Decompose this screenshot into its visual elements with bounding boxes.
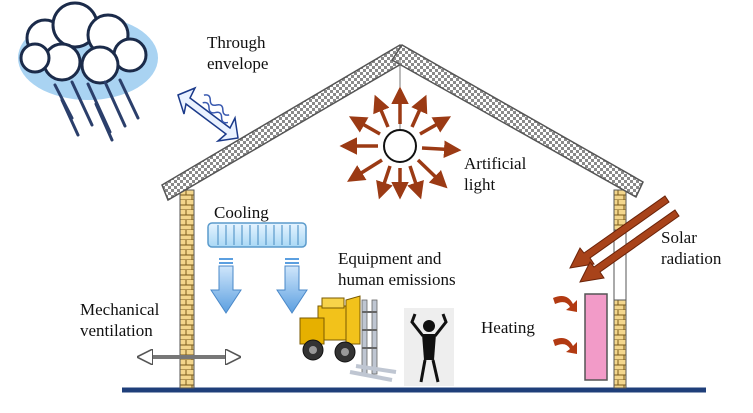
solar-radiation-label-line2: radiation	[661, 249, 722, 268]
equipment-label-line2: human emissions	[338, 270, 456, 289]
artificial-light-label-line2: light	[464, 175, 496, 194]
cooling-unit-icon	[207, 222, 307, 248]
heat-arrows	[553, 296, 577, 354]
heater-icon	[584, 293, 608, 381]
roof-left	[161, 43, 410, 202]
solar-radiation-label-line1: Solar	[661, 228, 697, 247]
artificial-light-label-line1: Artificial	[464, 154, 527, 173]
through-envelope-label-line2: envelope	[207, 54, 269, 73]
heating-label: Heating	[481, 318, 535, 337]
mechanical-ventilation-label-line2: ventilation	[80, 321, 153, 340]
cooling-arrows	[210, 258, 308, 314]
mechanical-ventilation-label-line1: Mechanical	[80, 300, 160, 319]
cooling-label: Cooling	[214, 203, 269, 222]
through-envelope-label-line1: Through	[207, 33, 266, 52]
envelope-arrow-icon	[177, 86, 239, 143]
person-icon	[404, 308, 454, 386]
solar-arrows	[569, 195, 680, 283]
light-bulb-icon	[383, 129, 417, 163]
forklift-icon	[299, 295, 397, 382]
right-wall-window	[613, 229, 627, 301]
equipment-label-line1: Equipment and	[338, 249, 442, 268]
light-rays	[339, 86, 462, 200]
right-wall-upper	[613, 189, 627, 231]
roof-right	[390, 44, 644, 199]
right-wall-lower	[613, 299, 627, 389]
left-wall	[179, 189, 195, 389]
cloud-icon	[18, 1, 158, 142]
